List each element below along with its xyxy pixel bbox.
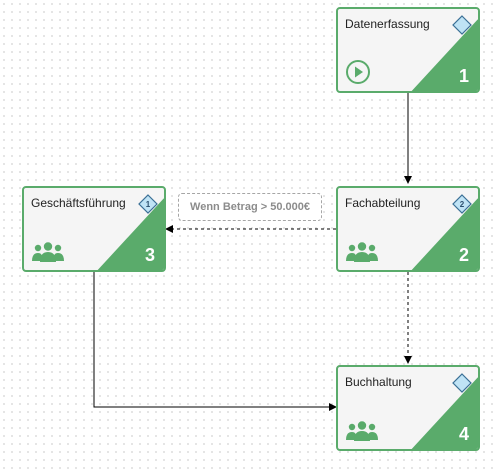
badge-number: 1 [146, 200, 151, 209]
group-icon [346, 242, 378, 262]
group-icon [32, 242, 64, 262]
node-fachabteilung[interactable]: Fachabteilung 2 2 [336, 186, 480, 272]
node-geschaeftsfuehrung[interactable]: Geschäftsführung 1 3 [22, 186, 166, 272]
node-number: 2 [458, 245, 469, 265]
diamond-icon[interactable] [452, 15, 472, 35]
node-number: 3 [144, 245, 155, 265]
condition-text: Wenn Betrag > 50.000€ [190, 201, 310, 213]
node-title: Buchhaltung [345, 375, 412, 389]
node-datenerfassung[interactable]: Datenerfassung 1 [336, 7, 480, 93]
diamond-badge-icon[interactable]: 2 [452, 194, 472, 214]
play-icon[interactable] [345, 59, 371, 85]
node-accent-shape [411, 198, 478, 270]
node-accent-shape [411, 19, 478, 91]
node-title: Geschäftsführung [31, 196, 126, 210]
node-accent-shape [411, 377, 478, 449]
node-title: Datenerfassung [345, 17, 430, 31]
group-icon [346, 421, 378, 441]
edge-geschaeftsfuehrung-to-buchhaltung[interactable] [93, 272, 337, 411]
badge-number: 2 [460, 200, 465, 209]
condition-label[interactable]: Wenn Betrag > 50.000€ [178, 193, 322, 221]
node-buchhaltung[interactable]: Buchhaltung 4 [336, 365, 480, 451]
node-number: 4 [458, 424, 469, 444]
node-title: Fachabteilung [345, 196, 421, 210]
diamond-badge-icon[interactable]: 1 [138, 194, 158, 214]
diamond-icon[interactable] [452, 373, 472, 393]
node-number: 1 [458, 66, 469, 86]
node-accent-shape [97, 198, 164, 270]
